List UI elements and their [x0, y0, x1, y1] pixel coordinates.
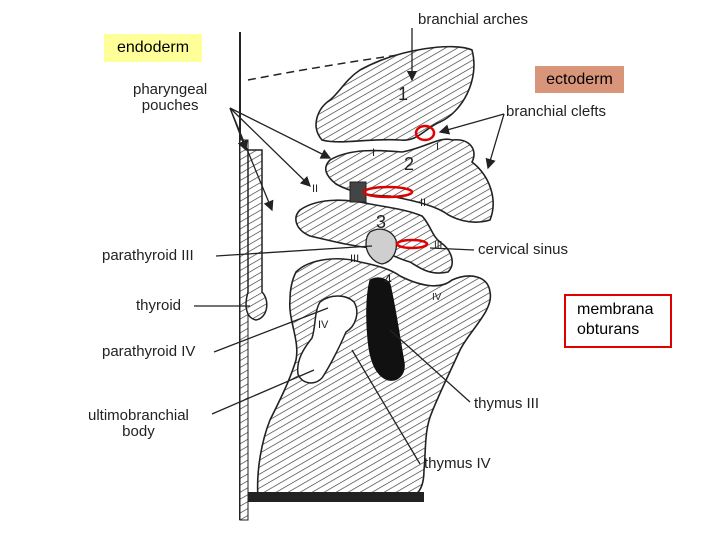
midline-bar: [239, 139, 249, 521]
arrow-pouch-1: [229, 107, 332, 159]
label-parathyroid-iv: parathyroid IV: [102, 343, 196, 360]
leader-parathyroid-iv: [213, 307, 329, 353]
arrow-cleft-1: [438, 113, 505, 135]
label-ultimobranchial-body: ultimobranchial body: [88, 407, 189, 440]
leader-thymus-iii: [389, 329, 471, 403]
label-cervical-sinus: cervical sinus: [478, 241, 569, 258]
arch-numeral-2: 2: [404, 154, 414, 174]
thyroid-diverticulum: [245, 149, 268, 321]
leader-parathyroid-iii: [215, 245, 373, 257]
arrow-pouch-4: [229, 107, 248, 152]
label-parathyroid-iii: parathyroid III: [102, 247, 194, 264]
arrow-cleft-2: [485, 113, 505, 170]
leader-cervical-sinus: [429, 247, 475, 251]
cleft-numeral-3: III: [434, 240, 442, 251]
pouch-numeral-4: IV: [318, 319, 329, 331]
leader-ultimobranchial: [211, 369, 315, 415]
arch-numeral-1: 1: [398, 84, 408, 104]
ectoderm-callout: ectoderm: [535, 66, 624, 93]
cleft-numeral-4: IV: [432, 292, 442, 303]
branchial-arch-1: [315, 45, 475, 143]
leader-thymus-iv: [351, 349, 421, 465]
arrow-pouch-2: [229, 107, 311, 187]
pouch-numeral-2: II: [312, 183, 318, 195]
cleft-numeral-2: II: [420, 197, 426, 209]
cleft-numeral-1: I: [436, 141, 439, 153]
arch-numeral-4: 4: [384, 271, 392, 287]
label-pharyngeal-pouches: pharyngeal pouches: [133, 81, 208, 114]
membrana-obturans-callout: membrana obturans: [564, 294, 672, 348]
membrane-marker-1: [414, 124, 436, 142]
pouch-numeral-1: I: [372, 147, 375, 159]
parathyroid-iii-shape: [365, 228, 398, 265]
arch-numeral-3: 3: [376, 212, 386, 232]
label-branchial-clefts: branchial clefts: [506, 103, 607, 120]
base-bar: [248, 492, 424, 502]
membrane-marker-2: [362, 185, 414, 199]
label-thymus-iii: thymus III: [474, 395, 540, 412]
endoderm-callout: endoderm: [104, 34, 202, 62]
pouch-iv-region: [296, 295, 358, 384]
label-thyroid: thyroid: [136, 297, 182, 314]
pouch-numeral-3: III: [350, 253, 359, 265]
thymus-iii-shape: [366, 277, 405, 381]
label-thymus-iv: thymus IV: [424, 455, 491, 472]
pouch-ii-tonsil: [349, 181, 367, 203]
membrane-marker-3: [395, 238, 429, 250]
label-branchial-arches: branchial arches: [418, 11, 529, 28]
